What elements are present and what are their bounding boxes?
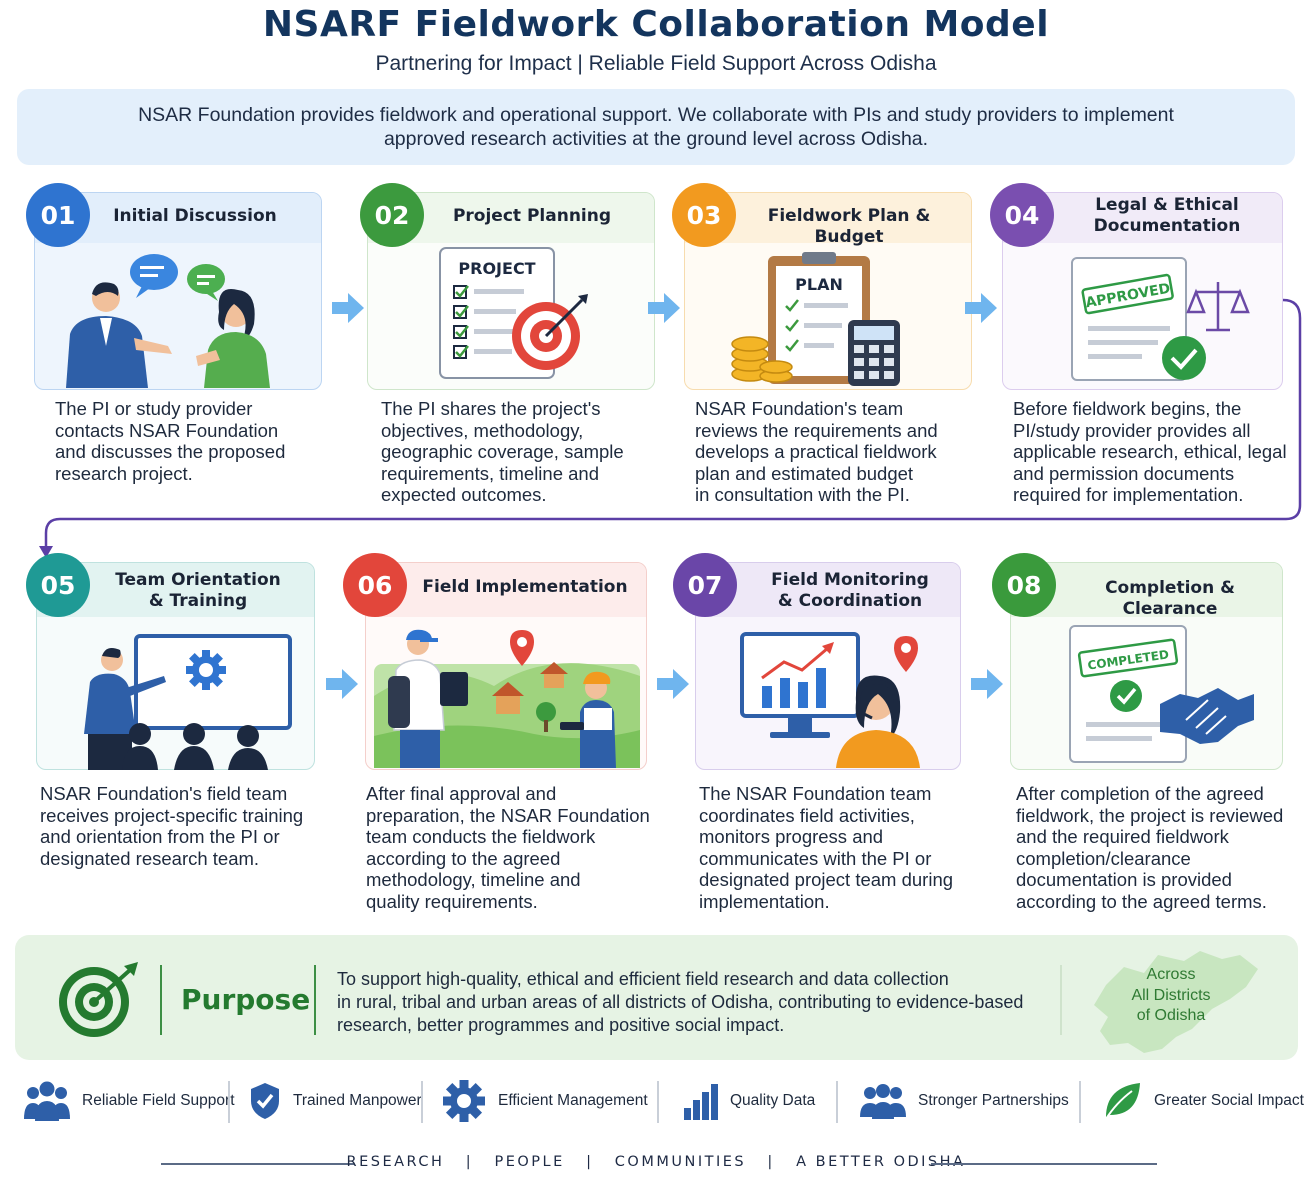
step-badge-07: 07 (673, 553, 737, 617)
step-badge-02: 02 (360, 183, 424, 247)
tagline-line-right (931, 1163, 1157, 1165)
odisha-map-icon (1094, 951, 1258, 1053)
feature-trained-manpower: Trained Manpower (249, 1078, 422, 1124)
feature-label: Quality Data (730, 1092, 816, 1109)
step-title-07: Field Monitoring& Coordination (771, 570, 929, 611)
discussion-illustration (66, 254, 270, 388)
feature-divider (657, 1081, 659, 1123)
completion-illustration: COMPLETED (1069, 625, 1254, 763)
intro-line-2: approved research activities at the grou… (383, 128, 929, 150)
feature-efficient-management: Efficient Management (442, 1078, 648, 1124)
tagline-line-left (161, 1163, 354, 1165)
field-implementation-illustration (374, 629, 640, 768)
feature-quality-data: Quality Data (684, 1078, 815, 1124)
step-badge-08: 08 (992, 553, 1056, 617)
step-title-03: Fieldwork Plan & Budget (767, 206, 931, 247)
feature-divider (228, 1081, 230, 1123)
feature-reliable-field-support: Reliable Field Support (24, 1078, 235, 1124)
feature-divider (421, 1081, 423, 1123)
intro-line-1: NSAR Foundation provides fieldwork and o… (138, 104, 1174, 126)
purpose-divider-1 (160, 965, 162, 1035)
feature-label: Reliable Field Support (82, 1092, 235, 1109)
step-arrow-6 (657, 669, 689, 699)
feature-greater-social-impact: Greater Social Impact (1102, 1078, 1304, 1124)
plan-budget-illustration: PLAN (731, 252, 900, 386)
people-group-icon (24, 1081, 70, 1121)
team-icon (860, 1084, 906, 1119)
page-subtitle: Partnering for Impact | Reliable Field S… (375, 52, 937, 75)
feature-label: Greater Social Impact (1154, 1092, 1304, 1109)
step-title-05: Team Orientation& Training (115, 570, 281, 611)
step-arrow-3 (965, 293, 997, 323)
tagline: RESEARCH | PEOPLE | COMMUNITIES | A BETT… (346, 1154, 966, 1170)
page-title: NSARF Fieldwork Collaboration Model (262, 4, 1050, 45)
step-arrow-5 (326, 669, 358, 699)
purpose-divider-2 (314, 965, 316, 1035)
purpose-text: To support high-quality, ethical and eff… (337, 969, 1024, 1035)
feature-divider (836, 1081, 838, 1123)
leaf-icon (1105, 1083, 1140, 1120)
project-checklist-illustration: PROJECT (439, 247, 588, 379)
training-illustration (84, 634, 292, 770)
gear-icon (443, 1080, 485, 1122)
step-card-08 (1010, 562, 1283, 770)
step-badge-01: 01 (26, 183, 90, 247)
step-title-01: Initial Discussion (113, 206, 277, 226)
step-badge-03: 03 (672, 183, 736, 247)
monitoring-illustration (740, 632, 920, 768)
project-label: PROJECT (458, 259, 535, 278)
step-badge-05: 05 (26, 553, 90, 617)
step-badge-06: 06 (343, 553, 407, 617)
approved-document-illustration: APPROVED (1071, 257, 1250, 381)
step-title-08: Completion & Clearance (1105, 578, 1235, 619)
step-title-06: Field Implementation (422, 577, 628, 597)
feature-label: Efficient Management (498, 1092, 648, 1109)
feature-divider (1079, 1081, 1081, 1123)
shield-check-icon (251, 1083, 279, 1119)
bar-chart-icon (684, 1084, 718, 1120)
step-arrow-7 (971, 669, 1003, 699)
target-icon (59, 962, 138, 1037)
step-arrow-2 (648, 293, 680, 323)
feature-stronger-partnerships: Stronger Partnerships (860, 1078, 1069, 1124)
step-badge-04: 04 (990, 183, 1054, 247)
feature-label: Stronger Partnerships (918, 1092, 1069, 1109)
plan-label: PLAN (795, 275, 843, 294)
purpose-title: Purpose (181, 983, 311, 1016)
feature-label: Trained Manpower (293, 1092, 422, 1109)
purpose-divider-3 (1060, 965, 1062, 1035)
intro-banner: NSAR Foundation provides fieldwork and o… (17, 89, 1295, 165)
purpose-panel (15, 935, 1298, 1060)
step-arrow-1 (332, 293, 364, 323)
step-title-02: Project Planning (452, 206, 612, 226)
